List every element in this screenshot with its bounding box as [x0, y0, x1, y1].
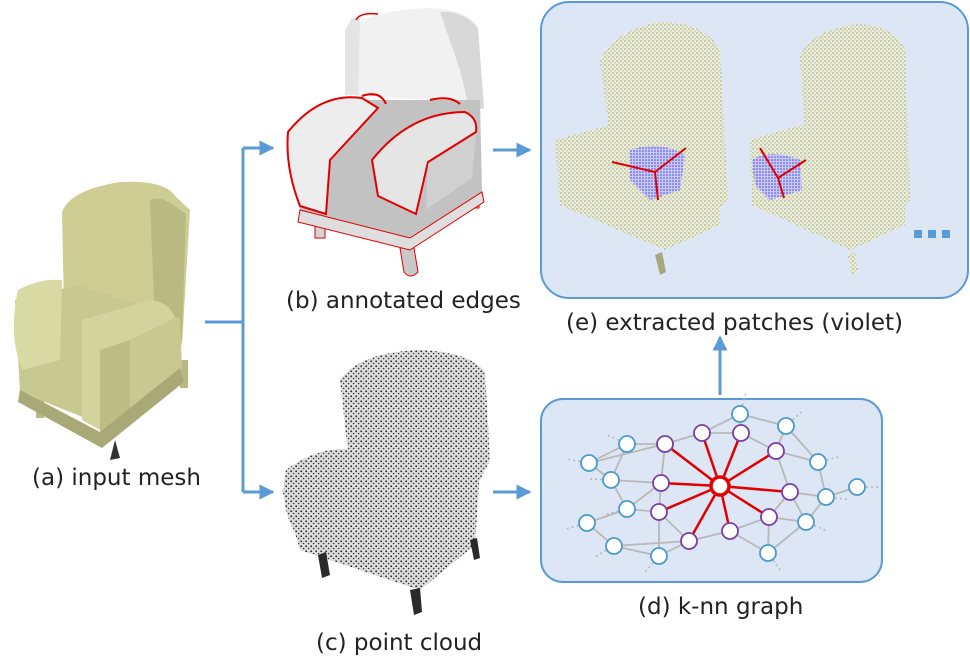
graph-edge-knn — [719, 449, 777, 488]
graph-node-neighbor — [781, 483, 799, 501]
graph-node-neighbor — [693, 424, 711, 442]
point-cloud-chair — [282, 350, 490, 615]
graph-nodes — [578, 405, 866, 565]
graph-edge-knn — [664, 443, 721, 487]
graph-node — [809, 453, 827, 471]
graph-node-neighbor — [652, 474, 670, 492]
graph-node-neighbor — [721, 522, 739, 540]
graph-node — [580, 454, 598, 472]
caption-point-cloud: (c) point cloud — [316, 630, 483, 656]
graph-edge-knn — [719, 484, 791, 494]
graph-node — [848, 478, 866, 496]
graph-node — [759, 544, 777, 562]
caption-input-mesh: (a) input mesh — [32, 465, 201, 491]
caption-knn-graph: (d) k-nn graph — [638, 594, 804, 620]
graph-edge — [588, 443, 666, 464]
patch-chair-left — [555, 22, 728, 275]
knn-graph-panel — [540, 390, 883, 583]
graph-node-neighbor — [656, 435, 674, 453]
graph-node-neighbor — [732, 424, 750, 442]
graph-node — [618, 500, 636, 518]
graph-edge — [613, 540, 690, 547]
graph-node — [618, 435, 636, 453]
pipeline-arrows — [205, 140, 728, 500]
graph-node — [731, 405, 749, 423]
caption-extracted-patches: (e) extracted patches (violet) — [566, 310, 904, 336]
graph-node-neighbor — [650, 503, 668, 521]
input-mesh-chair — [13, 181, 190, 460]
graph-node-center — [709, 475, 731, 497]
graph-node — [650, 547, 668, 565]
graph-node — [817, 488, 835, 506]
graph-node — [605, 537, 623, 555]
graph-node — [797, 513, 815, 531]
graph-node-neighbor — [767, 442, 785, 460]
graph-node — [602, 471, 620, 489]
graph-node — [777, 417, 795, 435]
patch-chair-right — [750, 24, 910, 275]
graph-node-neighbor — [680, 532, 698, 550]
ellipsis-icon — [914, 230, 950, 238]
caption-annotated-edges: (b) annotated edges — [286, 288, 521, 314]
annotated-edges-chair — [286, 8, 485, 277]
patches-panel — [540, 1, 969, 299]
graph-node-neighbor — [760, 508, 778, 526]
graph-node — [578, 514, 596, 532]
graph-edge-knn — [658, 484, 721, 514]
